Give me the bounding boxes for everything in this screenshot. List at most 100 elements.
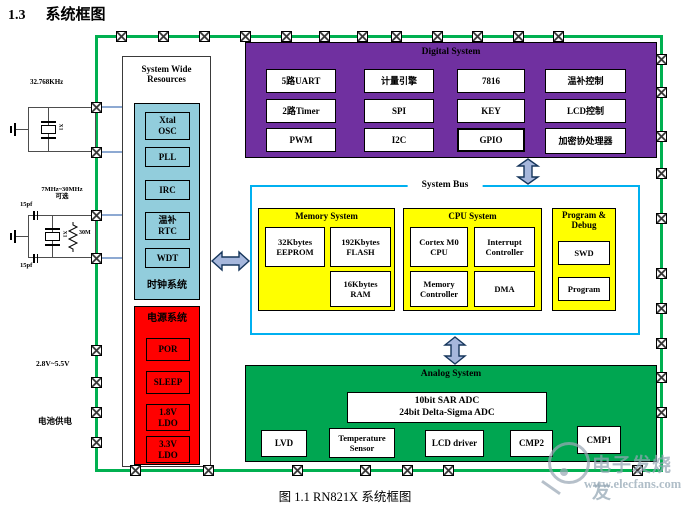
chip-pin (442, 465, 454, 476)
clock-system-label: 时钟系统 (147, 280, 187, 291)
module-rtc: 温补 RTC (145, 212, 190, 240)
pin-wire (102, 214, 123, 216)
digital-system-box: Digital System 5路UART 计量引擎 7816 温补控制 2路T… (245, 42, 657, 158)
pin-wire (102, 151, 123, 153)
module-xtal-osc: Xtal OSC (145, 112, 190, 140)
capacitor-icon (33, 211, 35, 220)
xtal1-ground-stub (16, 129, 28, 130)
module-sleep: SLEEP (146, 371, 190, 394)
chip-pin (552, 31, 564, 42)
chip-pin (91, 344, 102, 356)
module-flash: 192Kbytes FLASH (330, 227, 391, 267)
chip-pin (91, 436, 102, 448)
chip-pin (656, 53, 667, 65)
digital-module-temp-comp-control: 温补控制 (545, 69, 626, 93)
chip-pin (656, 167, 667, 179)
xtal2-ref-label: X1 (61, 230, 68, 238)
chip-pin (359, 465, 371, 476)
digital-module-spi: SPI (364, 99, 434, 123)
chip-pin (471, 31, 483, 42)
module-ldo-3v3: 3.3V LDO (146, 436, 190, 463)
system-wide-resources-box: System Wide Resources Xtal OSC PLL IRC 温… (122, 56, 211, 467)
chip-pin (91, 376, 102, 388)
xtal1-frequency-label: 32.768KHz (30, 78, 64, 86)
figure-caption: 图 1.1 RN821X 系统框图 (278, 490, 412, 504)
chip-pin (656, 302, 667, 314)
watermark-url: www.elecfans.com (584, 477, 682, 491)
digital-module-gpio: GPIO (457, 128, 525, 152)
power-system-box: 电源系统 POR SLEEP 1.8V LDO 3.3V LDO (134, 306, 200, 465)
chip-pin (202, 465, 214, 476)
xtal2-wire-loop (28, 215, 96, 258)
module-adc: 10bit SAR ADC 24bit Delta-Sigma ADC (347, 392, 547, 423)
chip-pin (656, 130, 667, 142)
chip-pin (318, 31, 330, 42)
module-por: POR (146, 338, 190, 361)
memory-system-box: Memory System 32Kbytes EEPROM 192Kbytes … (258, 208, 395, 311)
chip-pin (280, 31, 292, 42)
xtal2-ground-stub (16, 236, 28, 237)
chip-pin (198, 31, 210, 42)
power-system-label: 电源系统 (147, 313, 187, 324)
bus-arrow-digital (515, 158, 541, 185)
crystal-icon (45, 232, 60, 241)
chip-pin (656, 371, 667, 383)
module-ldo-1v8: 1.8V LDO (146, 404, 190, 431)
module-memory-controller: Memory Controller (410, 271, 468, 307)
digital-module-7816: 7816 (457, 69, 525, 93)
section-number: 1.3 (8, 8, 26, 23)
system-wide-resources-title: System Wide Resources (141, 64, 192, 84)
module-wdt: WDT (145, 248, 190, 268)
module-lcd-driver: LCD driver (425, 430, 484, 457)
xtal1-wire-loop (28, 107, 96, 152)
module-cortex-m0: Cortex M0 CPU (410, 227, 468, 267)
supply-range-label: 2.8V~5.5V (36, 359, 70, 368)
bus-arrow-resources (210, 250, 251, 272)
chip-pin (291, 465, 303, 476)
module-ram: 16Kbytes RAM (330, 271, 391, 307)
module-irc: IRC (145, 180, 190, 200)
ground-icon (10, 126, 12, 133)
chip-pin (129, 465, 141, 476)
capacitor-icon (36, 211, 38, 220)
chip-pin (656, 337, 667, 349)
digital-module-uart: 5路UART (266, 69, 336, 93)
program-debug-box: Program & Debug SWD Program (552, 208, 616, 311)
digital-module-timer: 2路Timer (266, 99, 336, 123)
module-lvd: LVD (261, 430, 307, 457)
chip-pin (115, 31, 127, 42)
capacitor-icon (36, 254, 38, 263)
chip-pin (512, 31, 524, 42)
module-dma: DMA (474, 271, 535, 307)
chip-pin (91, 209, 102, 221)
memory-system-title: Memory System (295, 211, 358, 221)
cap-bottom-label: 15pf (20, 262, 33, 269)
cap-top-label: 15pf (20, 201, 33, 208)
ground-icon (14, 230, 16, 243)
system-bus-title: System Bus (407, 180, 483, 190)
program-debug-title: Program & Debug (561, 210, 607, 230)
elecfans-logo-icon (560, 468, 568, 476)
elecfans-logo-icon (548, 442, 590, 484)
crystal-icon (41, 125, 56, 134)
bus-arrow-analog (443, 336, 467, 365)
chip-pin (390, 31, 402, 42)
digital-module-pwm: PWM (266, 128, 336, 152)
chip-pin (91, 406, 102, 418)
digital-module-metering-engine: 计量引擎 (364, 69, 434, 93)
module-temperature-sensor: Temperature Sensor (329, 428, 395, 458)
section-heading: 1.3 系统框图 (8, 3, 106, 24)
pin-wire (102, 106, 123, 108)
module-program: Program (558, 277, 610, 301)
digital-module-key: KEY (457, 99, 525, 123)
chip-pin (431, 31, 443, 42)
section-title: 系统框图 (45, 7, 106, 23)
analog-system-title: Analog System (420, 369, 482, 379)
watermark-brand: 电子发烧友 (592, 455, 673, 503)
chip-pin (356, 31, 368, 42)
chip-pin (656, 267, 667, 279)
chip-pin (91, 146, 102, 158)
digital-module-crypto-coprocessor: 加密协处理器 (545, 128, 626, 154)
chip-pin (656, 406, 667, 418)
